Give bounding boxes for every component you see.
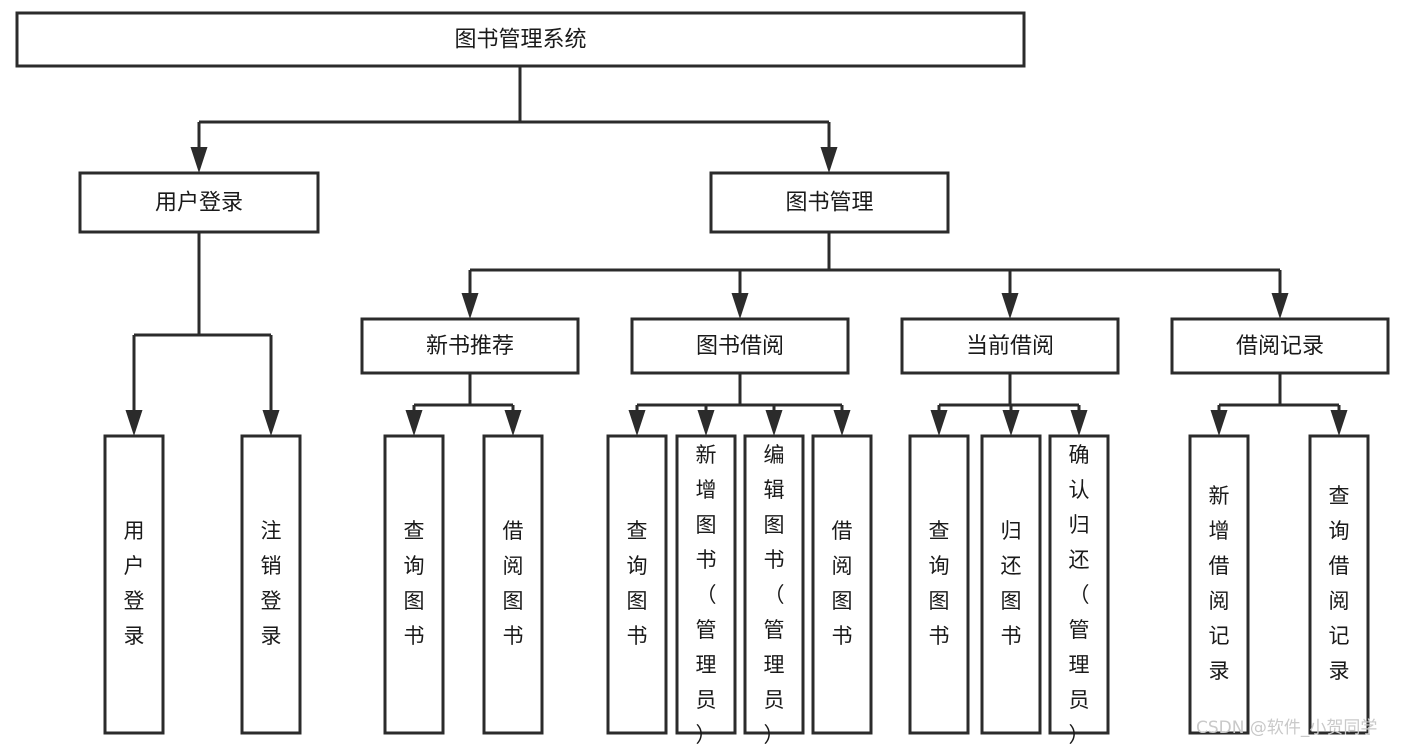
- connector-arrowhead: [930, 410, 948, 436]
- node-box[interactable]: [1170, 317, 1390, 375]
- node-box[interactable]: [811, 434, 873, 735]
- connector-arrowhead: [504, 410, 522, 436]
- node-borrow-record[interactable]: 借阅记录: [1170, 317, 1390, 375]
- connector-arrowhead: [1001, 293, 1019, 319]
- node-label: 借阅记录: [1236, 334, 1324, 359]
- node-box[interactable]: [908, 434, 970, 735]
- node-current-borrow[interactable]: 当前借阅: [900, 317, 1120, 375]
- node-leaf-rec-query[interactable]: 查询图书: [383, 434, 445, 735]
- csdn-watermark: CSDN @软件_小贺同学: [1196, 718, 1377, 738]
- connector-arrowhead: [262, 410, 280, 436]
- node-leaf-borrow-add[interactable]: 新增图书（管理员）: [675, 434, 737, 747]
- node-box[interactable]: [360, 317, 580, 375]
- node-box[interactable]: [1188, 434, 1250, 735]
- node-layer: 图书管理系统用户登录图书管理新书推荐图书借阅当前借阅借阅记录用户登录注销登录查询…: [15, 11, 1390, 747]
- connector-arrowhead: [731, 293, 749, 319]
- node-label: 图书借阅: [696, 334, 784, 359]
- node-label: 图书管理系统: [454, 28, 586, 53]
- node-new-book-rec[interactable]: 新书推荐: [360, 317, 580, 375]
- node-label: 用户登录: [124, 519, 145, 648]
- node-book-borrow[interactable]: 图书借阅: [630, 317, 850, 375]
- node-box[interactable]: [482, 434, 544, 735]
- node-leaf-borrow-edit[interactable]: 编辑图书（管理员）: [743, 434, 805, 747]
- connector-group-root: [190, 66, 838, 173]
- connector-arrowhead: [833, 410, 851, 436]
- connector-group-new-book-rec: [405, 373, 522, 436]
- node-label: 查询图书: [627, 519, 648, 648]
- connector-arrowhead: [1330, 410, 1348, 436]
- node-box[interactable]: [383, 434, 445, 735]
- node-label: 确认归还（管理员）: [1069, 443, 1090, 747]
- node-leaf-rec-search[interactable]: 查询借阅记录: [1308, 434, 1370, 735]
- node-label: 查询图书: [404, 519, 425, 648]
- connector-group-borrow-record: [1210, 373, 1348, 436]
- node-label: 新书推荐: [426, 334, 514, 359]
- node-label: 新增图书（管理员）: [696, 443, 717, 747]
- connector-arrowhead: [1070, 410, 1088, 436]
- connector-arrowhead: [765, 410, 783, 436]
- node-leaf-rec-borrow[interactable]: 借阅图书: [482, 434, 544, 735]
- node-label: 新增借阅记录: [1209, 484, 1230, 683]
- node-label: 查询借阅记录: [1329, 484, 1350, 683]
- connector-layer: [125, 66, 1348, 436]
- node-leaf-borrow-lend[interactable]: 借阅图书: [811, 434, 873, 735]
- node-book-manage[interactable]: 图书管理: [709, 171, 950, 234]
- watermark-layer: CSDN @软件_小贺同学: [1196, 718, 1377, 738]
- node-leaf-cur-confirm[interactable]: 确认归还（管理员）: [1048, 434, 1110, 747]
- node-leaf-user-login[interactable]: 用户登录: [103, 434, 165, 735]
- node-label: 图书管理: [785, 191, 873, 216]
- node-label: 查询图书: [929, 519, 950, 648]
- node-leaf-cur-query[interactable]: 查询图书: [908, 434, 970, 735]
- node-leaf-rec-add[interactable]: 新增借阅记录: [1188, 434, 1250, 735]
- connector-arrowhead: [1271, 293, 1289, 319]
- node-label: 注销登录: [261, 519, 282, 648]
- connector-arrowhead: [125, 410, 143, 436]
- node-box[interactable]: [675, 434, 737, 735]
- node-leaf-user-logout[interactable]: 注销登录: [240, 434, 302, 735]
- node-label: 借阅图书: [503, 519, 524, 648]
- connector-arrowhead: [697, 410, 715, 436]
- node-label: 借阅图书: [832, 519, 853, 648]
- node-box[interactable]: [240, 434, 302, 735]
- node-root[interactable]: 图书管理系统: [15, 11, 1026, 68]
- connector-arrowhead: [820, 147, 838, 173]
- node-label: 编辑图书（管理员）: [764, 443, 785, 747]
- node-label: 用户登录: [155, 191, 243, 216]
- node-box[interactable]: [15, 11, 1026, 68]
- connector-group-user-login: [125, 232, 280, 436]
- node-label: 当前借阅: [966, 334, 1054, 359]
- node-box[interactable]: [709, 171, 950, 234]
- node-box[interactable]: [103, 434, 165, 735]
- connector-arrowhead: [190, 147, 208, 173]
- connector-arrowhead: [1002, 410, 1020, 436]
- node-user-login[interactable]: 用户登录: [78, 171, 320, 234]
- node-box[interactable]: [743, 434, 805, 735]
- connector-arrowhead: [1210, 410, 1228, 436]
- node-leaf-borrow-query[interactable]: 查询图书: [606, 434, 668, 735]
- node-box[interactable]: [630, 317, 850, 375]
- connector-arrowhead: [405, 410, 423, 436]
- node-box[interactable]: [606, 434, 668, 735]
- node-leaf-cur-return[interactable]: 归还图书: [980, 434, 1042, 735]
- node-label: 归还图书: [1001, 519, 1022, 648]
- node-box[interactable]: [1308, 434, 1370, 735]
- connector-arrowhead: [628, 410, 646, 436]
- connector-group-book-borrow: [628, 373, 851, 436]
- node-box[interactable]: [900, 317, 1120, 375]
- connector-arrowhead: [461, 293, 479, 319]
- node-box[interactable]: [1048, 434, 1110, 735]
- connector-group-book-manage: [461, 232, 1289, 319]
- connector-group-current-borrow: [930, 373, 1088, 436]
- node-box[interactable]: [980, 434, 1042, 735]
- node-box[interactable]: [78, 171, 320, 234]
